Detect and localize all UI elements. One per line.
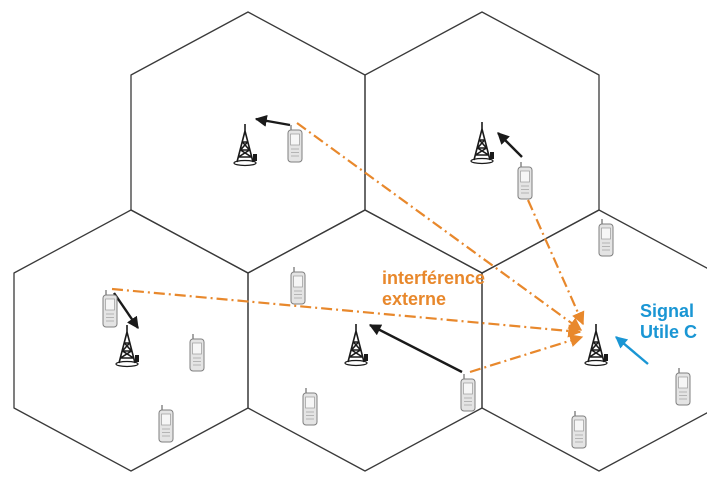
cell-bottom-left <box>13 209 249 472</box>
mobile-phone-icon <box>189 333 205 372</box>
interference-line-middle <box>469 334 584 374</box>
interference-label: interférence externe <box>382 268 485 310</box>
base-station-icon <box>233 123 258 167</box>
mobile-phone-icon <box>158 404 174 443</box>
mobile-phone-icon <box>598 218 614 257</box>
interference-line-top-left <box>296 122 583 331</box>
signal-label-line-1: Signal <box>640 301 695 321</box>
uplink-arrows <box>113 114 523 374</box>
cell-grid <box>13 11 707 472</box>
interference-label-line-2: externe <box>382 289 447 309</box>
signal-label-line-2: Utile C <box>640 322 698 342</box>
mobile-phone-icon <box>517 161 533 200</box>
cell-bottom-middle <box>247 209 483 472</box>
uplink-arrow-middle <box>368 323 463 374</box>
base-station-icon <box>115 324 140 368</box>
mobile-phone-icon <box>460 373 476 412</box>
mobile-phone-icon <box>302 387 318 426</box>
mobile-phone-icon <box>571 410 587 449</box>
base-station-icon <box>470 121 495 165</box>
mobile-phone-icon <box>290 266 306 305</box>
mobile-phone-icon <box>287 124 303 163</box>
mobile-phone-icon <box>675 367 691 406</box>
mobile-phone-icon <box>102 289 118 328</box>
uplink-arrow-left <box>113 292 139 329</box>
uplink-arrow-top-left <box>254 114 291 127</box>
interference-line-top-right <box>526 199 585 326</box>
signal-arrow <box>615 336 649 365</box>
base-station-icon <box>344 323 369 367</box>
base-station-icon <box>584 323 609 367</box>
interference-paths <box>111 122 585 374</box>
cell-bottom-right <box>481 209 707 472</box>
uplink-arrow-top-right <box>497 132 523 158</box>
interference-label-line-1: interférence <box>382 268 486 288</box>
interference-line-left <box>111 287 582 338</box>
signal-label: Signal Utile C <box>640 301 697 343</box>
